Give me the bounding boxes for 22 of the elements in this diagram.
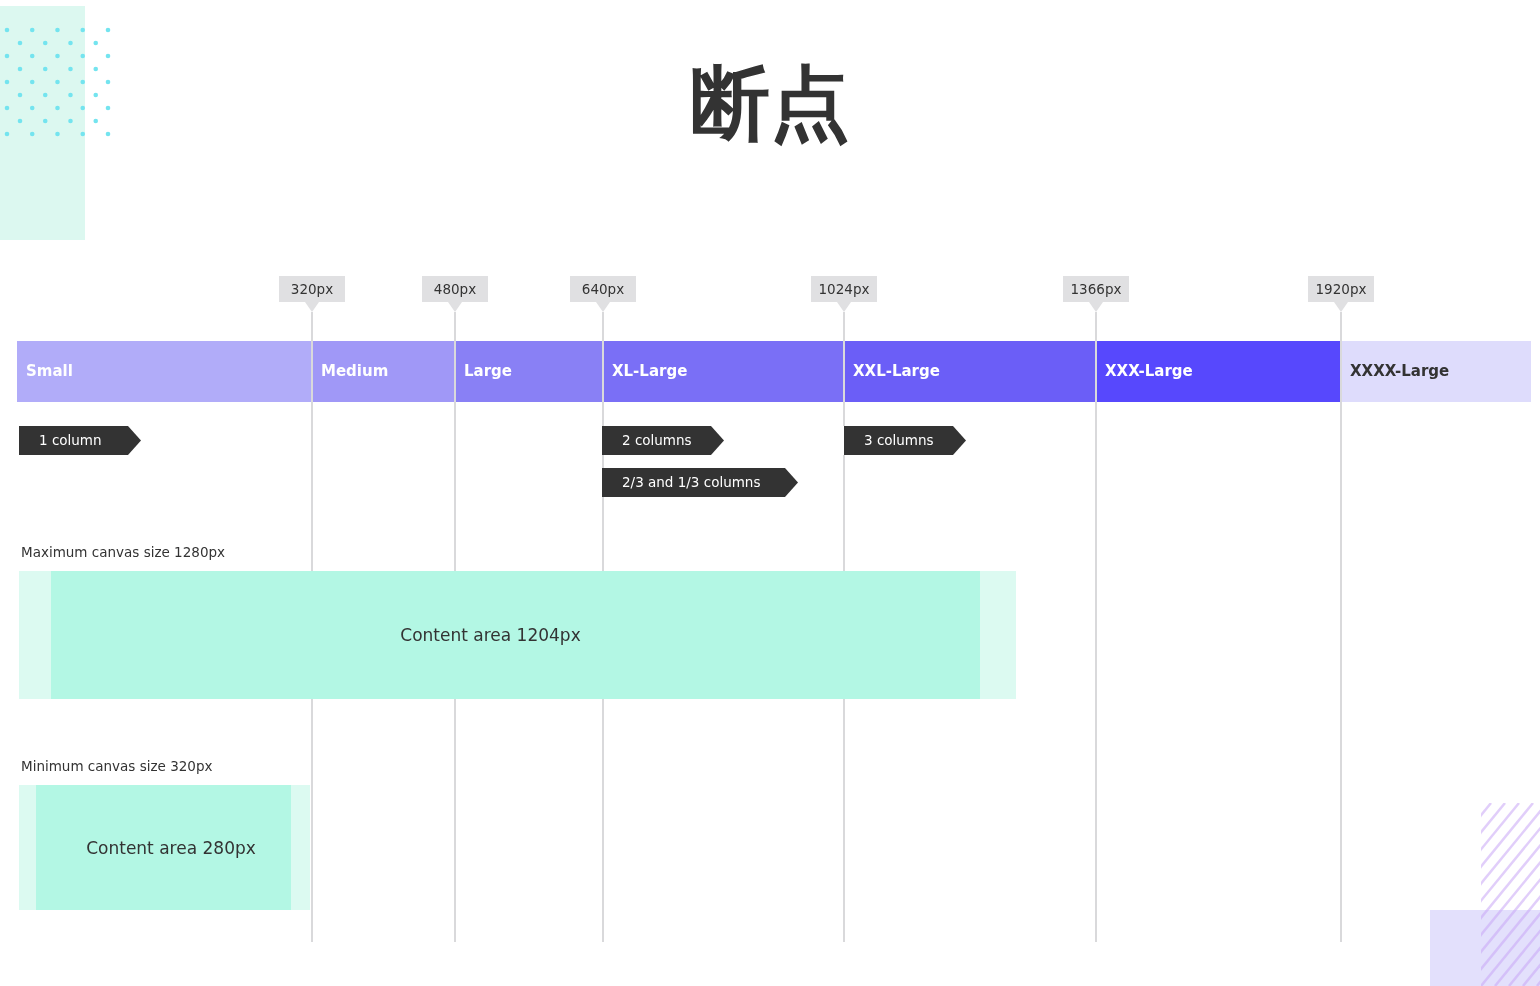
size-band: XXXX-Large xyxy=(1341,341,1531,402)
breakpoint-tag: 640px xyxy=(570,276,636,312)
breakpoint-tag: 480px xyxy=(422,276,488,312)
breakpoint-tag: 1920px xyxy=(1308,276,1374,312)
column-tag: 1 column xyxy=(19,426,141,455)
size-band: XXL-Large xyxy=(844,341,1096,402)
size-band: Large xyxy=(455,341,603,402)
column-tag: 3 columns xyxy=(844,426,966,455)
content-box: Content area 280px xyxy=(36,785,291,910)
column-tag: 2 columns xyxy=(602,426,724,455)
column-tag: 2/3 and 1/3 columns xyxy=(602,468,798,497)
breakpoint-tag: 1024px xyxy=(811,276,877,312)
breakpoint-tag: 320px xyxy=(279,276,345,312)
canvas-caption: Minimum canvas size 320px xyxy=(21,757,213,776)
size-band: XXX-Large xyxy=(1096,341,1341,402)
size-band: XL-Large xyxy=(603,341,844,402)
size-band: Small xyxy=(17,341,312,402)
size-band: Medium xyxy=(312,341,455,402)
page-title: 断点 xyxy=(690,56,850,152)
canvas-caption: Maximum canvas size 1280px xyxy=(21,543,226,562)
breakpoint-tag: 1366px xyxy=(1063,276,1129,312)
content-box: Content area 1204px xyxy=(51,571,980,699)
